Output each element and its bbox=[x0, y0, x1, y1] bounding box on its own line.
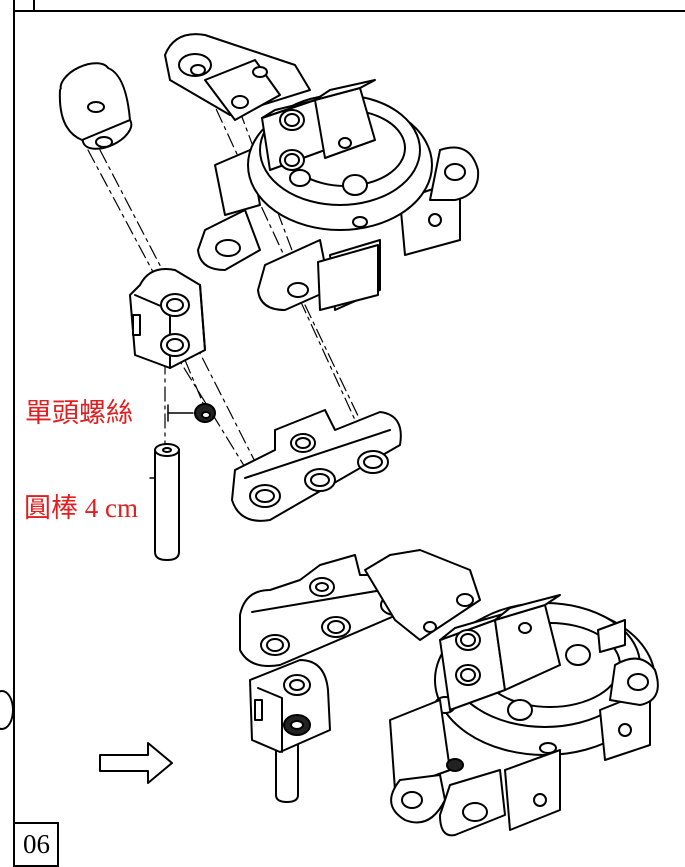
connector-block bbox=[129, 268, 206, 369]
assembled-result bbox=[239, 549, 659, 837]
collar-part bbox=[58, 62, 133, 150]
result-arrow-icon bbox=[99, 742, 173, 784]
set-screw bbox=[167, 403, 216, 423]
rod-label: 圓棒 4 cm bbox=[24, 493, 138, 523]
rod-4cm bbox=[149, 443, 180, 561]
set-screw-label: 單頭螺絲 bbox=[25, 398, 133, 428]
page-number-box: 06 bbox=[13, 822, 59, 867]
main-assembly bbox=[164, 33, 480, 311]
three-hole-plate bbox=[231, 409, 402, 522]
frame-left-line bbox=[13, 0, 15, 867]
frame-top-line bbox=[13, 10, 685, 12]
top-corner-tab bbox=[13, 0, 35, 12]
page-number: 06 bbox=[23, 829, 50, 859]
